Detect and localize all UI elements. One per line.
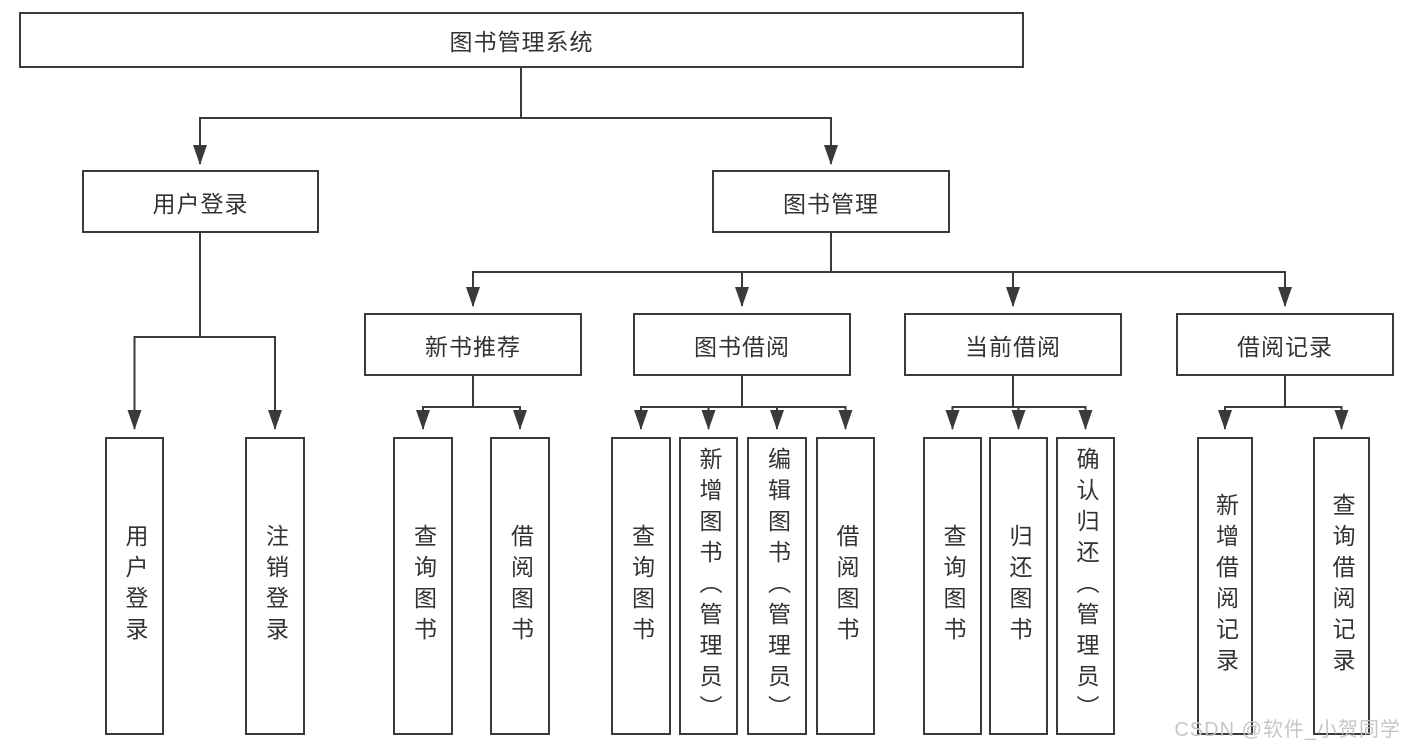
- leaf-borrow-books-recommend: 借阅图书: [490, 437, 550, 735]
- book-borrow-group-connector: [634, 375, 853, 430]
- node-root-library-management-system: 图书管理系统: [19, 12, 1024, 68]
- leaf-add-book-admin: 新增图书（管理员）: [679, 437, 738, 735]
- leaf-return-book: 归还图书: [989, 437, 1048, 735]
- leaf-query-books-current: 查询图书: [923, 437, 982, 735]
- leaf-query-books-recommend-label: 查询图书: [410, 524, 437, 648]
- leaf-query-books-borrow-label: 查询图书: [628, 524, 655, 648]
- node-book-management-branch-label: 图书管理: [783, 190, 879, 217]
- node-current-borrow: 当前借阅: [904, 313, 1122, 376]
- root-to-level1-connector: [193, 67, 838, 165]
- csdn-watermark: CSDN @软件_小贺同学: [1174, 719, 1401, 741]
- leaf-edit-book-admin-label: 编辑图书（管理员）: [764, 446, 791, 726]
- leaf-confirm-return-admin: 确认归还（管理员）: [1056, 437, 1115, 735]
- node-root-label: 图书管理系统: [449, 29, 594, 55]
- node-user-login-branch-label: 用户登录: [152, 190, 249, 217]
- leaf-logout-label: 注销登录: [262, 524, 289, 648]
- node-book-borrow-label: 图书借阅: [694, 333, 790, 360]
- node-book-borrow: 图书借阅: [633, 313, 851, 376]
- leaf-user-login-label: 用户登录: [122, 524, 148, 648]
- leaf-borrow-books-label: 借阅图书: [833, 524, 859, 648]
- node-current-borrow-label: 当前借阅: [965, 333, 1061, 360]
- leaf-confirm-return-admin-label: 确认归还（管理员）: [1073, 446, 1099, 726]
- user-login-branch-connector: [127, 232, 282, 430]
- leaf-query-borrow-record: 查询借阅记录: [1313, 437, 1370, 735]
- node-book-management-branch: 图书管理: [712, 170, 950, 233]
- leaf-query-books-borrow: 查询图书: [611, 437, 671, 735]
- leaf-add-borrow-record: 新增借阅记录: [1197, 437, 1253, 735]
- new-book-recommend-group-connector: [416, 375, 527, 430]
- leaf-edit-book-admin: 编辑图书（管理员）: [747, 437, 807, 735]
- node-new-book-recommend: 新书推荐: [364, 313, 582, 376]
- leaf-query-books-current-label: 查询图书: [940, 524, 966, 648]
- leaf-user-login: 用户登录: [105, 437, 164, 735]
- node-borrow-records: 借阅记录: [1176, 313, 1394, 376]
- leaf-logout: 注销登录: [245, 437, 305, 735]
- leaf-add-borrow-record-label: 新增借阅记录: [1212, 493, 1239, 679]
- leaf-borrow-books: 借阅图书: [816, 437, 875, 735]
- leaf-query-borrow-record-label: 查询借阅记录: [1329, 493, 1355, 679]
- leaf-add-book-admin-label: 新增图书（管理员）: [696, 446, 722, 726]
- borrow-records-group-connector: [1218, 375, 1349, 430]
- book-management-branch-connector: [466, 232, 1292, 307]
- current-borrow-group-connector: [945, 375, 1093, 430]
- node-new-book-recommend-label: 新书推荐: [425, 333, 521, 360]
- leaf-return-book-label: 归还图书: [1006, 524, 1032, 648]
- leaf-query-books-recommend: 查询图书: [393, 437, 453, 735]
- leaf-borrow-books-recommend-label: 借阅图书: [507, 524, 534, 648]
- node-borrow-records-label: 借阅记录: [1237, 333, 1333, 360]
- node-user-login-branch: 用户登录: [82, 170, 319, 233]
